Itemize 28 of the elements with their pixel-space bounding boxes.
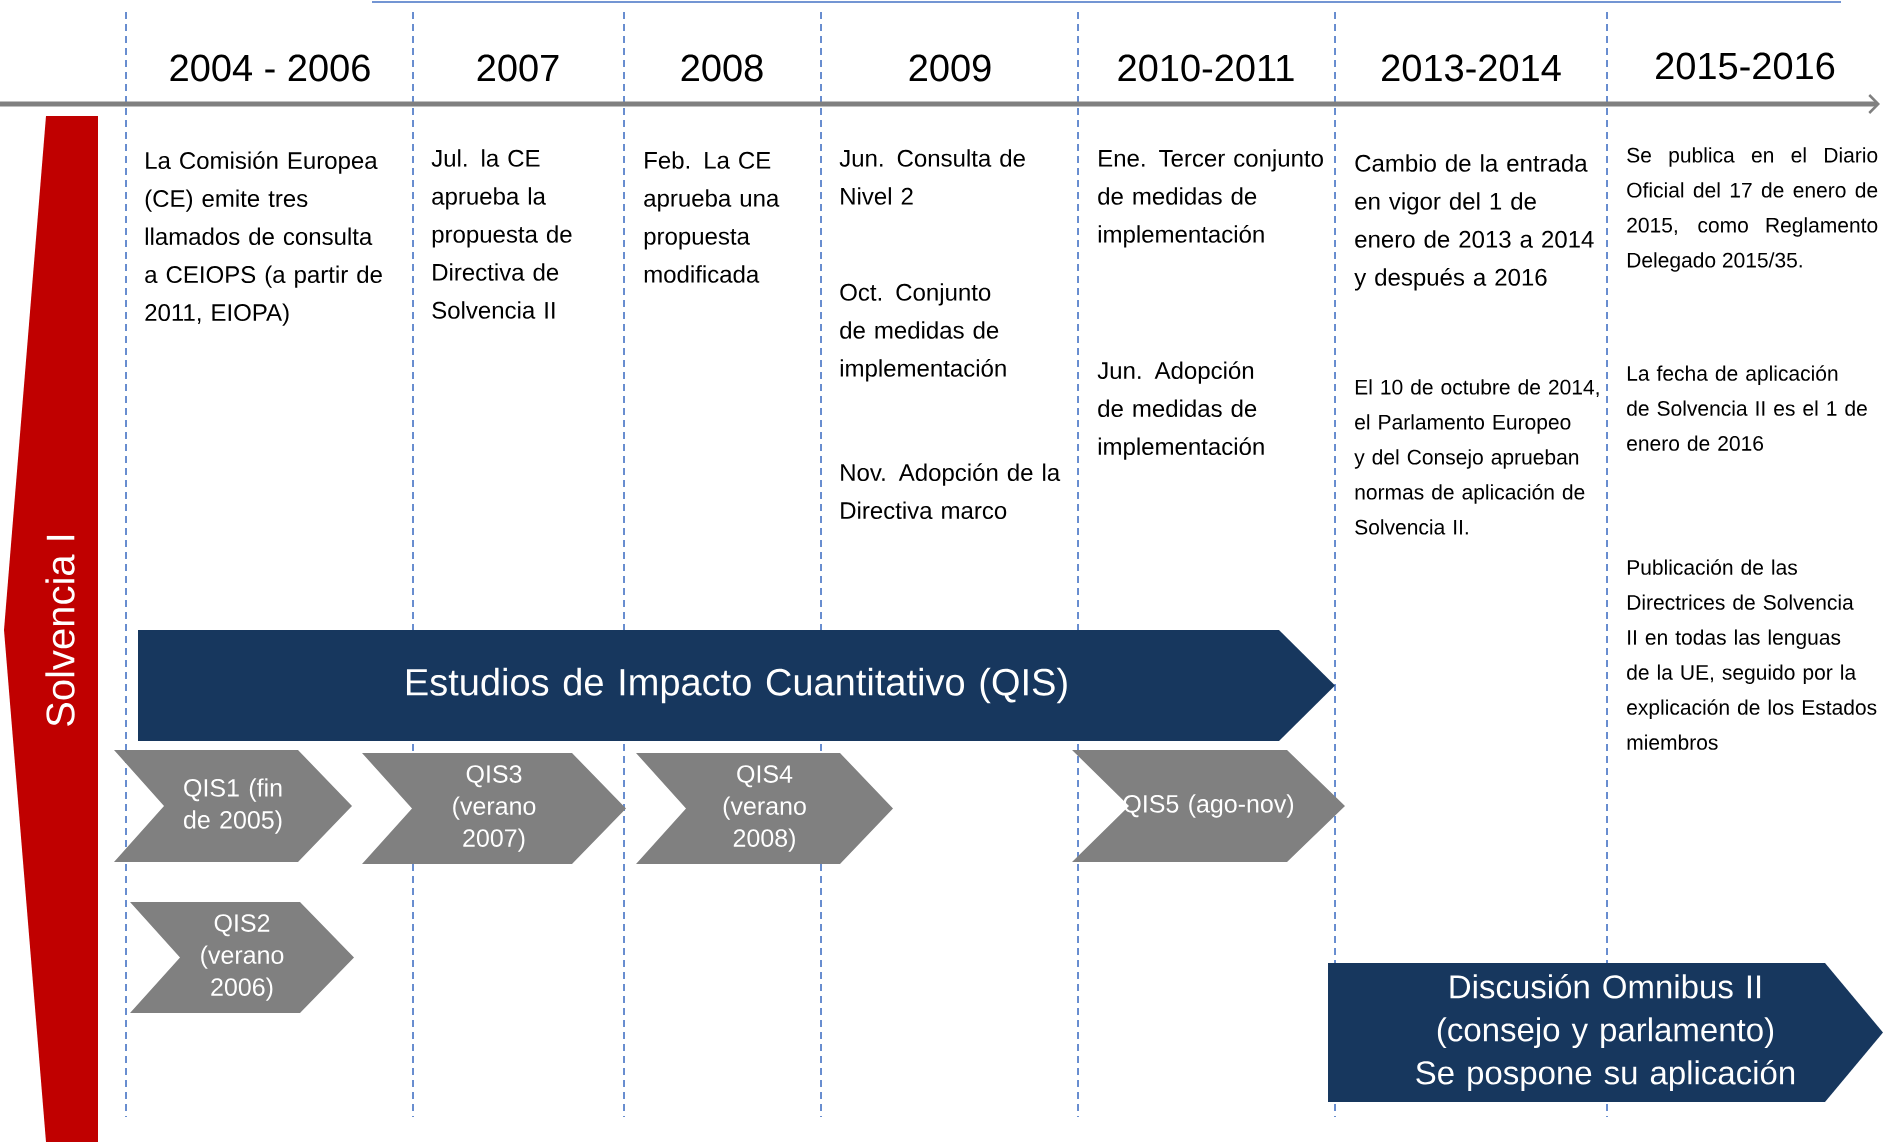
stage-tag: QIS4 (verano 2008) (636, 753, 893, 864)
year-heading: 2010-2011 (1118, 54, 1294, 82)
event-text: Ene. Tercer conjunto de medidas de implementación (1098, 149, 1323, 248)
side-band: Solvencia I (4, 116, 98, 1142)
event-text: Nov. Adopción de la Directiva marco (841, 463, 1061, 520)
year-heading: 2009 (909, 54, 991, 82)
stage-tag: QIS1 (fin de 2005) (114, 750, 352, 862)
event-text: Cambio de la entrada en vigor del 1 de enero de 2013 a 2014 y después a 2016 (1354, 154, 1594, 291)
year-heading: 2013-2014 (1382, 54, 1561, 82)
stage-tag: QIS5 (ago-nov) (1072, 750, 1345, 862)
event-text: Se publica en el Diario Oficial del 17 de enero de 2015, como Reglamento Delegado 2015/35. (1627, 147, 1878, 272)
year-heading: 2015-2016 (1656, 52, 1835, 80)
stage-tag: QIS3 (verano 2007) (362, 753, 626, 864)
event-text: El 10 de octubre de 2014, el Parlamento Europeo y del Consejo aprueban normas de aplicación de Solvencia II. (1354, 379, 1599, 535)
event-text: La Comisión Europea (CE) emite tres llamados de consulta a CEIOPS (a partir de 2011, EIOPA) (145, 151, 382, 326)
year-heading: 2004 - 2006 (170, 54, 370, 82)
event-text: Feb. La CE aprueba una propuesta modificada (644, 151, 780, 283)
event-text: La fecha de aplicación de Solvencia II es el 1 de enero de 2016 (1627, 365, 1867, 451)
event-text: Oct. Conjunto de medidas de implementación (840, 283, 1006, 382)
event-text: Jun. Adopción de medidas de implementación (1097, 361, 1264, 460)
phase-banner: Discusión Omnibus II (consejo y parlamento) Se pospone su aplicación (1328, 963, 1883, 1102)
year-heading: 2008 (681, 54, 763, 82)
event-text: Jul. la CE aprueba la propuesta de Directiva de Solvencia II (431, 149, 572, 319)
event-text: Jun. Consulta de Nivel 2 (839, 149, 1025, 205)
stage-tag: QIS2 (verano 2006) (130, 902, 354, 1013)
event-text: Publicación de las Directrices de Solvencia II en todas las lenguas de la UE, seguido por la explicación de los Estados miembros (1627, 559, 1877, 750)
phase-banner: Estudios de Impacto Cuantitativo (QIS) (138, 630, 1335, 741)
year-heading: 2007 (477, 54, 559, 82)
